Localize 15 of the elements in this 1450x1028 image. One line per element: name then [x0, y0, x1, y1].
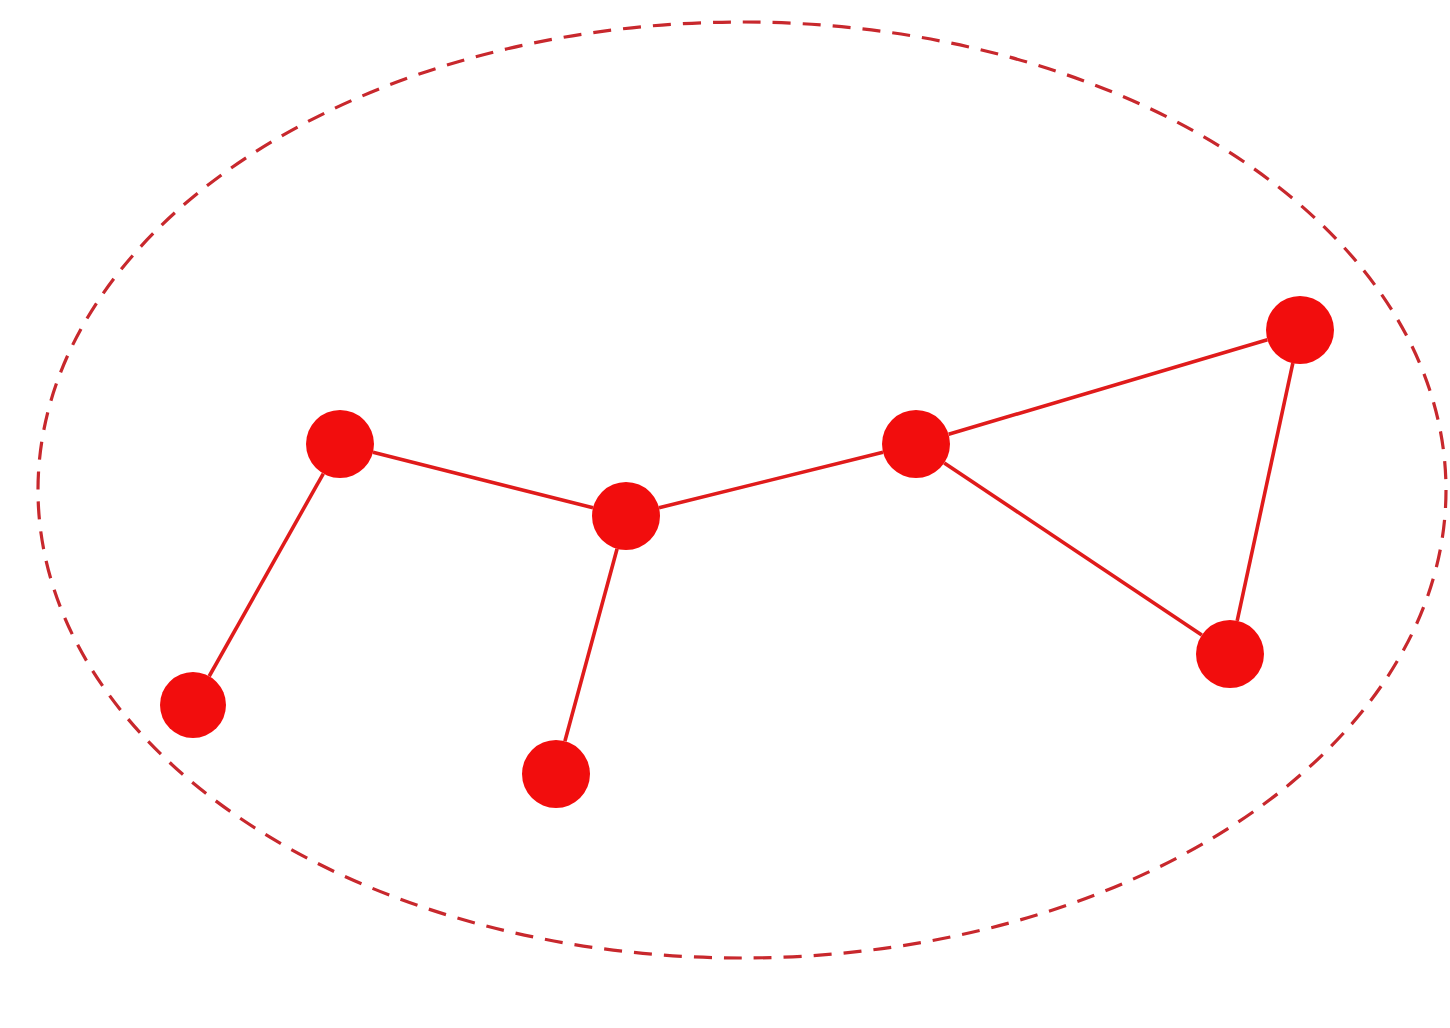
connector-line	[948, 337, 1268, 437]
vertex-dot	[306, 410, 374, 478]
vertex-dot	[1266, 296, 1334, 364]
vertex-dot	[522, 740, 590, 808]
connector-line	[943, 461, 1203, 637]
vertex-dot	[592, 482, 660, 550]
connector-line	[1235, 362, 1295, 622]
vertex-dot	[160, 672, 226, 738]
connector-line	[563, 548, 619, 742]
connector-line	[207, 472, 325, 678]
vertex-dot	[1196, 620, 1264, 688]
vertex-dot	[882, 410, 950, 478]
dashed-ellipse	[36, 20, 1448, 960]
connector-line	[372, 450, 594, 510]
connector-line	[658, 450, 884, 510]
